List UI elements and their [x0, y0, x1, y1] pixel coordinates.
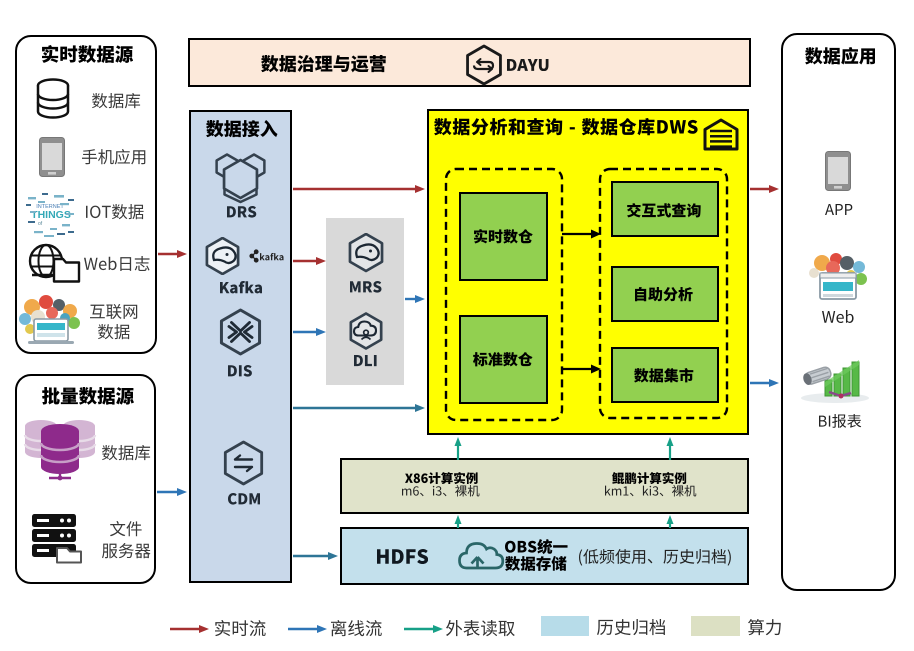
svg-text:THINGS: THINGS — [31, 209, 71, 221]
svg-text:INTERNET: INTERNET — [36, 204, 64, 210]
svg-text:of: of — [38, 221, 43, 227]
